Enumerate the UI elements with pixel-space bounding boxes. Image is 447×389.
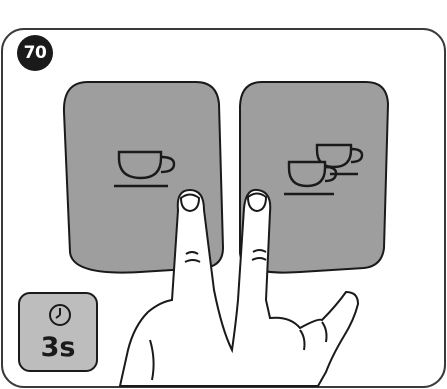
clock-icon bbox=[48, 303, 72, 327]
timer-box: 3s bbox=[18, 292, 98, 372]
timer-label: 3s bbox=[20, 332, 96, 364]
step-number-badge: 70 bbox=[17, 35, 53, 71]
